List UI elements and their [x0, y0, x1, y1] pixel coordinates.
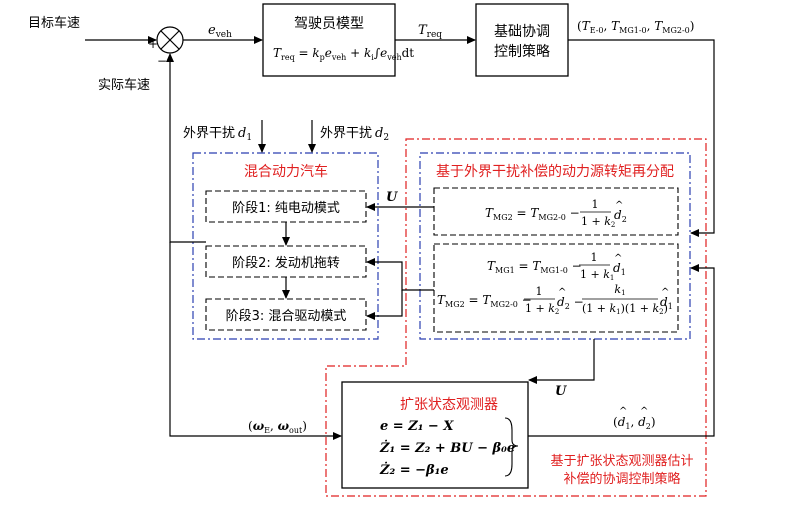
svg-text:TMG2 = TMG2-0 −: TMG2 = TMG2-0 −: [437, 293, 532, 309]
observer-eq1: e = Z₁ − X: [380, 419, 454, 434]
svg-text:1: 1: [591, 251, 598, 264]
svg-text:TMG2 = TMG2-0 −: TMG2 = TMG2-0 −: [485, 206, 580, 222]
minus-sign: −: [157, 54, 167, 68]
observer-brace: [504, 417, 519, 477]
svg-text:d2: d2: [614, 208, 627, 224]
actual-speed-label: 实际车速: [98, 77, 150, 93]
svg-text:^: ^: [640, 406, 648, 417]
svg-text:1 + k2: 1 + k2: [581, 215, 615, 229]
u-signal-label: U: [386, 190, 398, 205]
base-output-label: (TE-0, TMG1-0, TMG2-0): [577, 19, 694, 35]
driver-model-block: [262, 3, 396, 77]
hev-title: 混合动力汽车: [244, 163, 328, 180]
observer-block: [341, 381, 529, 489]
svg-text:^: ^: [619, 406, 627, 417]
svg-text:1 + k2: 1 + k2: [525, 302, 559, 316]
stage2-label: 阶段2: 发动机拖转: [232, 255, 340, 271]
svg-text:^: ^: [614, 253, 622, 264]
eq-mg2: TMG2 = TMG2-0 − 1 1 + k2 d2 ^: [485, 198, 627, 229]
svg-text:d1: d1: [660, 295, 673, 311]
summing-junction: [156, 26, 184, 54]
eq-mg2-box: [433, 187, 679, 236]
driver-model-title: 驾驶员模型: [294, 16, 364, 32]
u-signal-label-observer: U: [555, 384, 567, 399]
svg-text:1: 1: [592, 198, 599, 211]
svg-text:1: 1: [536, 285, 543, 298]
target-speed-label: 目标车速: [28, 15, 80, 31]
svg-text:^: ^: [558, 287, 566, 298]
eq-mg1-mg2-box: [433, 243, 679, 333]
svg-text:d2 −: d2 −: [557, 295, 584, 311]
redistribution-region: [419, 152, 691, 340]
svg-text:1 + k1: 1 + k1: [580, 268, 614, 282]
svg-text:(d1, d2): (d1, d2): [613, 415, 656, 431]
plus-sign: +: [148, 37, 158, 51]
base-strategy-line2: 控制策略: [494, 43, 550, 60]
d-hat-label: (d1, d2) ^ ^: [613, 406, 656, 431]
base-strategy-line1: 基础协调: [494, 23, 550, 40]
strategy-region: [325, 138, 707, 497]
observer-eq3: Ż₂ = −β₁e: [379, 462, 449, 478]
connections: [85, 36, 715, 440]
svg-text:k1: k1: [614, 283, 625, 297]
stage1-box: [205, 190, 367, 223]
svg-text:(1 + k1)(1 + k2): (1 + k1)(1 + k2): [582, 302, 668, 316]
redistribution-title: 基于外界干扰补偿的动力源转矩再分配: [436, 163, 674, 180]
svg-text:^: ^: [615, 200, 623, 211]
t-req-label: Treq: [418, 23, 442, 40]
base-strategy-block: [475, 3, 569, 77]
stage3-label: 阶段3: 混合驱动模式: [226, 309, 347, 324]
observer-eq2: Ż₁ = Z₂ + BU − β₀e: [379, 440, 515, 456]
svg-text:TMG1 = TMG1-0 −: TMG1 = TMG1-0 −: [487, 259, 582, 275]
hev-region: [192, 152, 379, 340]
driver-model-equation: Treq = kpeveh + ki∫evehdt: [273, 46, 414, 62]
svg-text:^: ^: [661, 287, 669, 298]
eq-mg2-full: TMG2 = TMG2-0 − 1 1 + k2 d2 − ^ k1 (1 + …: [437, 283, 673, 316]
observer-title: 扩张状态观测器: [400, 397, 498, 413]
stage3-box: [205, 298, 367, 331]
omega-label: (ωE, ωout): [248, 419, 307, 435]
stage1-label: 阶段1: 纯电动模式: [232, 201, 340, 216]
svg-text:d1: d1: [613, 261, 626, 277]
e-veh-label: eveh: [208, 23, 232, 40]
stage2-box: [205, 245, 367, 278]
strategy-label-line2: 补偿的协调控制策略: [563, 471, 680, 487]
strategy-label-line1: 基于扩张状态观测器估计: [550, 454, 693, 469]
eq-mg1: TMG1 = TMG1-0 − 1 1 + k1 d1 ^: [487, 251, 626, 282]
